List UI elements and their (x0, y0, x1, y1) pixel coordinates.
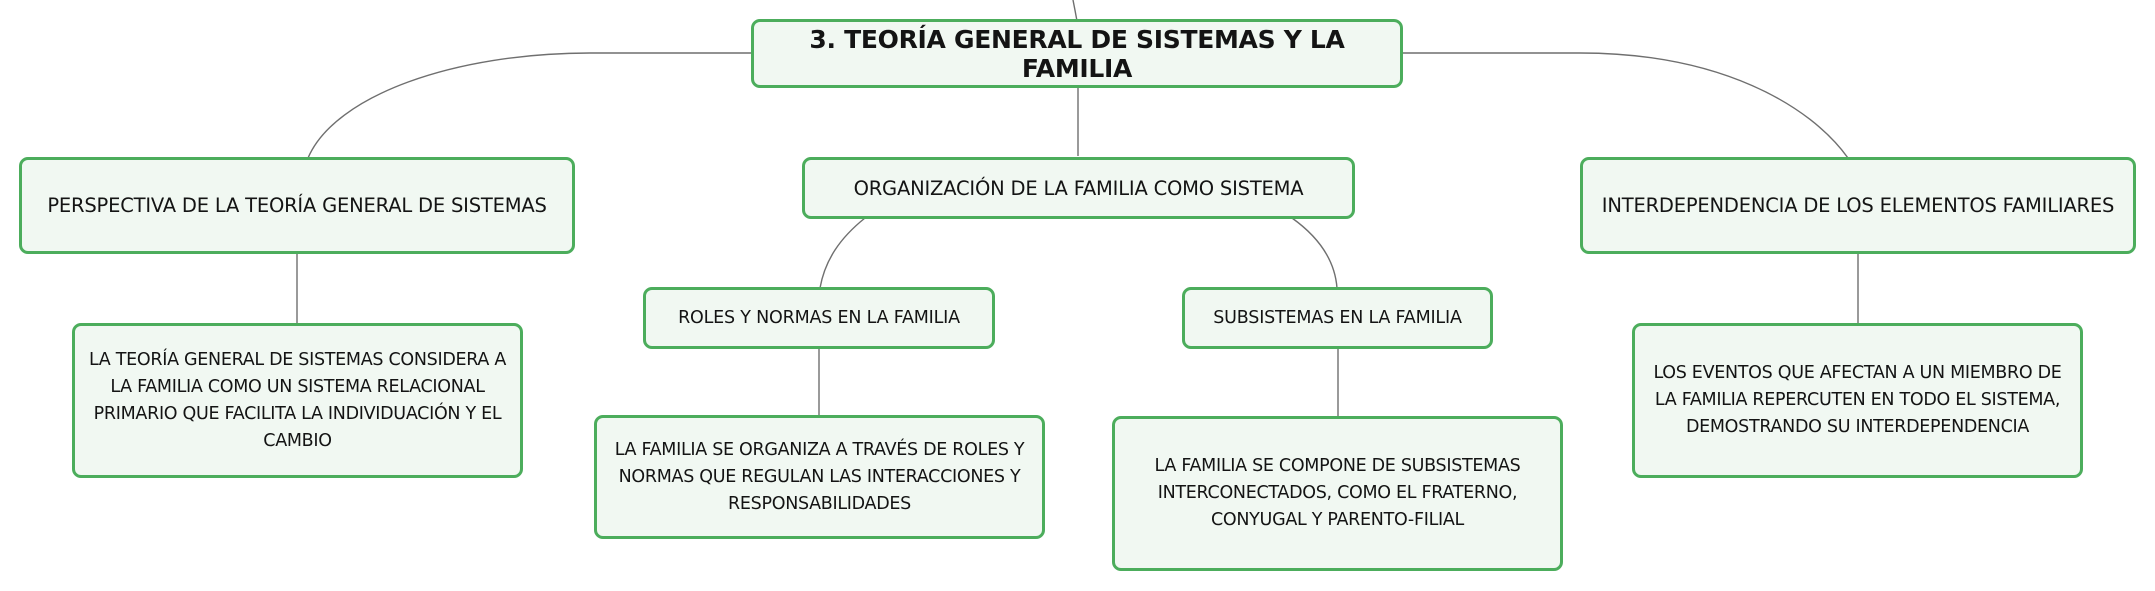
connector-root-incoming (1072, 0, 1078, 22)
topic-organizacion[interactable]: ORGANIZACIÓN DE LA FAMILIA COMO SISTEMA (802, 157, 1355, 219)
topic-interdependencia[interactable]: INTERDEPENDENCIA DE LOS ELEMENTOS FAMILI… (1580, 157, 2136, 254)
detail-subsistemas[interactable]: LA FAMILIA SE COMPONE DE SUBSISTEMAS INT… (1112, 416, 1563, 571)
topic-interdependencia-label: INTERDEPENDENCIA DE LOS ELEMENTOS FAMILI… (1601, 194, 2115, 217)
subtopic-roles[interactable]: ROLES Y NORMAS EN LA FAMILIA (643, 287, 995, 349)
root-topic-label: 3. TEORÍA GENERAL DE SISTEMAS Y LA FAMIL… (809, 24, 1345, 83)
connector-organizacion-subsistemas (1291, 217, 1338, 289)
subtopic-roles-label: ROLES Y NORMAS EN LA FAMILIA (678, 308, 960, 328)
subtopic-subsistemas-label: SUBSISTEMAS EN LA FAMILIA (1213, 308, 1462, 328)
detail-perspectiva-text: LA TEORÍA GENERAL DE SISTEMAS CONSIDERA … (88, 349, 507, 451)
detail-perspectiva[interactable]: LA TEORÍA GENERAL DE SISTEMAS CONSIDERA … (72, 323, 523, 478)
detail-subsistemas-text: LA FAMILIA SE COMPONE DE SUBSISTEMAS INT… (1154, 456, 1521, 530)
connector-root-interdependencia (1402, 52, 1849, 159)
topic-organizacion-label: ORGANIZACIÓN DE LA FAMILIA COMO SISTEMA (853, 176, 1304, 200)
root-topic[interactable]: 3. TEORÍA GENERAL DE SISTEMAS Y LA FAMIL… (751, 19, 1403, 88)
detail-interdependencia[interactable]: LOS EVENTOS QUE AFECTAN A UN MIEMBRO DE … (1632, 323, 2083, 478)
detail-interdependencia-text: LOS EVENTOS QUE AFECTAN A UN MIEMBRO DE … (1653, 363, 2062, 437)
subtopic-subsistemas[interactable]: SUBSISTEMAS EN LA FAMILIA (1182, 287, 1493, 349)
topic-perspectiva-label: PERSPECTIVA DE LA TEORÍA GENERAL DE SIST… (47, 194, 547, 217)
connector-root-perspectiva (307, 52, 751, 159)
detail-roles-text: LA FAMILIA SE ORGANIZA A TRAVÉS DE ROLES… (614, 439, 1025, 514)
connector-organizacion-roles (819, 217, 866, 289)
topic-perspectiva[interactable]: PERSPECTIVA DE LA TEORÍA GENERAL DE SIST… (19, 157, 575, 254)
detail-roles[interactable]: LA FAMILIA SE ORGANIZA A TRAVÉS DE ROLES… (594, 415, 1045, 539)
